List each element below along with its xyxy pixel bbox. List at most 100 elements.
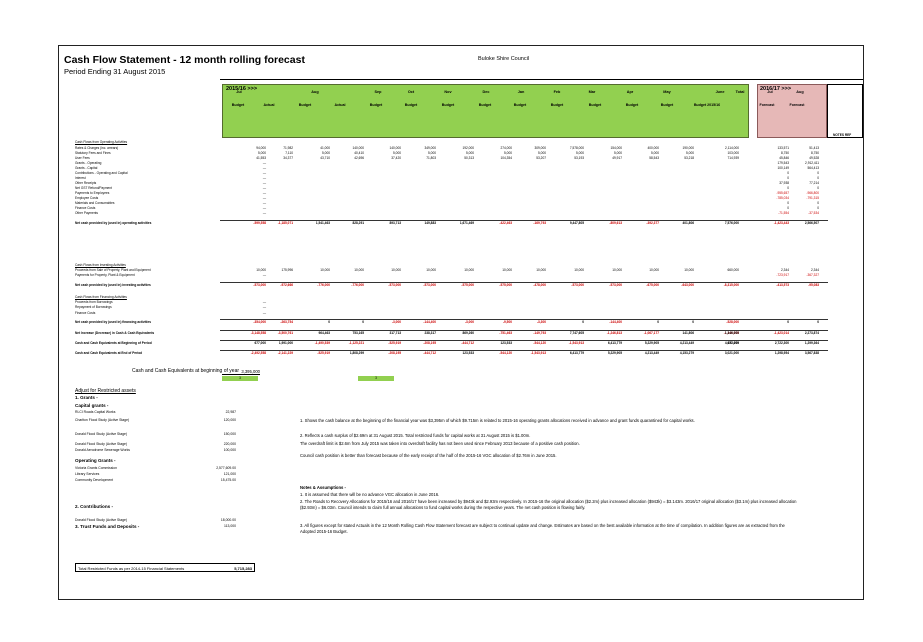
restricted-item-label: Donald Flood Study (Active Stage) <box>75 442 128 446</box>
row-value: -573,000 <box>423 283 436 287</box>
row-value: -3,000 <box>391 320 401 324</box>
restricted-item-value: 100,000 <box>223 448 236 452</box>
row-value: -444,712 <box>461 341 474 345</box>
row-label: Cash Flows from Operating Activities <box>75 140 128 144</box>
row-value: 4,213,449 <box>644 351 659 355</box>
row-value: -208,195 <box>423 341 436 345</box>
trust-funds-heading: 3. Trust Funds and Deposits - <box>75 524 140 529</box>
capital-grants-heading: Capital grants - <box>75 403 109 408</box>
row-value: 5,000 <box>686 151 694 155</box>
next-year-header-block <box>757 84 827 138</box>
row-value: -3,148,558 <box>250 331 266 335</box>
row-label: Grants - Operating <box>75 161 102 165</box>
row-value: 41,553 <box>256 156 266 160</box>
table-row: Cash and Cash Equivalents at End of Peri… <box>75 351 860 356</box>
row-value: -1,125,221 <box>348 341 364 345</box>
row-value: -1,490,539 <box>314 341 330 345</box>
row-value: 0 <box>328 320 330 324</box>
row-value: 104,354 <box>500 156 512 160</box>
row-value: -1,543,913 <box>530 351 546 355</box>
column-header: Budget <box>550 103 564 107</box>
month-header: Jan <box>517 90 525 94</box>
assumption-paragraph: 2. The Roads to Recovery Allocations for… <box>300 499 797 510</box>
row-value: -809,613 <box>609 221 622 225</box>
row-value: -751,463 <box>499 331 512 335</box>
row-value: — <box>262 186 266 190</box>
row-value: 400,000 <box>647 146 659 150</box>
row-label: Cash Flows from Financing Activities <box>75 295 127 299</box>
table-row: Other Payments—-71,554-37,534 <box>75 211 860 216</box>
row-value: 401,806 <box>682 221 694 225</box>
restricted-item-value: 22,987 <box>225 410 236 414</box>
row-next-value: 0 <box>787 171 789 175</box>
table-row: Cash Flows from Financing Activities <box>75 295 860 300</box>
row-value: 43,710 <box>320 156 330 160</box>
restricted-item-value: 15,475.00 <box>220 478 236 482</box>
current-year-header-block <box>222 84 749 138</box>
month-header: Sep <box>374 90 382 94</box>
row-value: — <box>262 311 266 315</box>
next-month-header: Jul <box>767 90 773 94</box>
table-row: Payments for Property, Plant & Equipment… <box>75 273 860 278</box>
row-value: — <box>262 166 266 170</box>
total-rule <box>220 319 828 320</box>
row-value: 5,000 <box>393 151 401 155</box>
row-next-value: 8,750 <box>811 151 819 155</box>
month-header: May <box>663 90 671 94</box>
column-header: Budget <box>404 103 418 107</box>
row-label: Net cash provided by (used in) financing… <box>75 320 151 324</box>
row-next-value: -37,534 <box>808 211 819 215</box>
row-value: 71,803 <box>426 156 436 160</box>
row-label: Other Receipts <box>75 181 97 185</box>
row-value: -544,120 <box>533 341 546 345</box>
table-row: Net cash provided by (used in) financing… <box>75 320 860 325</box>
row-value: 10,000 <box>464 268 474 272</box>
row-value: 123,533 <box>462 351 474 355</box>
page-title: Cash Flow Statement - 12 month rolling f… <box>64 54 305 66</box>
row-value: 0 <box>362 320 364 324</box>
row-value: -972,666 <box>280 283 293 287</box>
row-next-value: 8,750 <box>781 151 789 155</box>
restricted-item-label: Donald Flood Study (Active Stage) <box>75 518 128 522</box>
restricted-item-label: Victoria Grants Commission <box>75 466 117 470</box>
row-value: — <box>262 181 266 185</box>
total-rule <box>220 220 828 221</box>
notes-ref-column <box>827 84 863 138</box>
row-value: 349,000 <box>424 146 436 150</box>
row-value: 0 <box>692 320 694 324</box>
row-next-value: 45,846 <box>779 156 789 160</box>
row-value: -528,000 <box>726 320 739 324</box>
row-next-value: -966,800 <box>806 191 819 195</box>
row-next-value: -367,327 <box>806 273 819 277</box>
row-value: 5,000 <box>466 151 474 155</box>
restricted-item-value: 121,000 <box>223 472 236 476</box>
month-header: Oct <box>407 90 415 94</box>
assumptions-heading: Notes & Assumptions - <box>300 485 346 490</box>
row-value: 103,000 <box>727 151 739 155</box>
row-value: -1,185,071 <box>277 221 293 225</box>
total-rule <box>220 330 828 331</box>
column-header: Budget <box>298 103 312 107</box>
cash-beginning-value: 3,395,000 <box>222 369 260 375</box>
row-value: 71,982 <box>283 146 293 150</box>
total-restricted-value: 5,715,283 <box>234 566 252 571</box>
row-label: Finance Costs <box>75 206 96 210</box>
month-header: Mar <box>588 90 596 94</box>
row-value: 58,543 <box>649 156 659 160</box>
row-value: 175,996 <box>281 268 293 272</box>
row-next-value: 2,722,300 <box>774 341 789 345</box>
row-next-value: 2,912,411 <box>805 161 819 165</box>
row-value: -144,400 <box>423 320 436 324</box>
row-value: 10,000 <box>391 268 401 272</box>
row-value: — <box>262 196 266 200</box>
row-value: 4,153,279 <box>679 351 694 355</box>
row-value: 1,808,299 <box>349 351 364 355</box>
row-value: 53,218 <box>684 156 694 160</box>
row-value: 10,000 <box>502 268 512 272</box>
row-value: 5,000 <box>614 151 622 155</box>
column-header: Budget <box>231 103 245 107</box>
row-value: 1,541,463 <box>315 221 330 225</box>
table-row: Cash Flows from Operating Activities <box>75 140 860 145</box>
